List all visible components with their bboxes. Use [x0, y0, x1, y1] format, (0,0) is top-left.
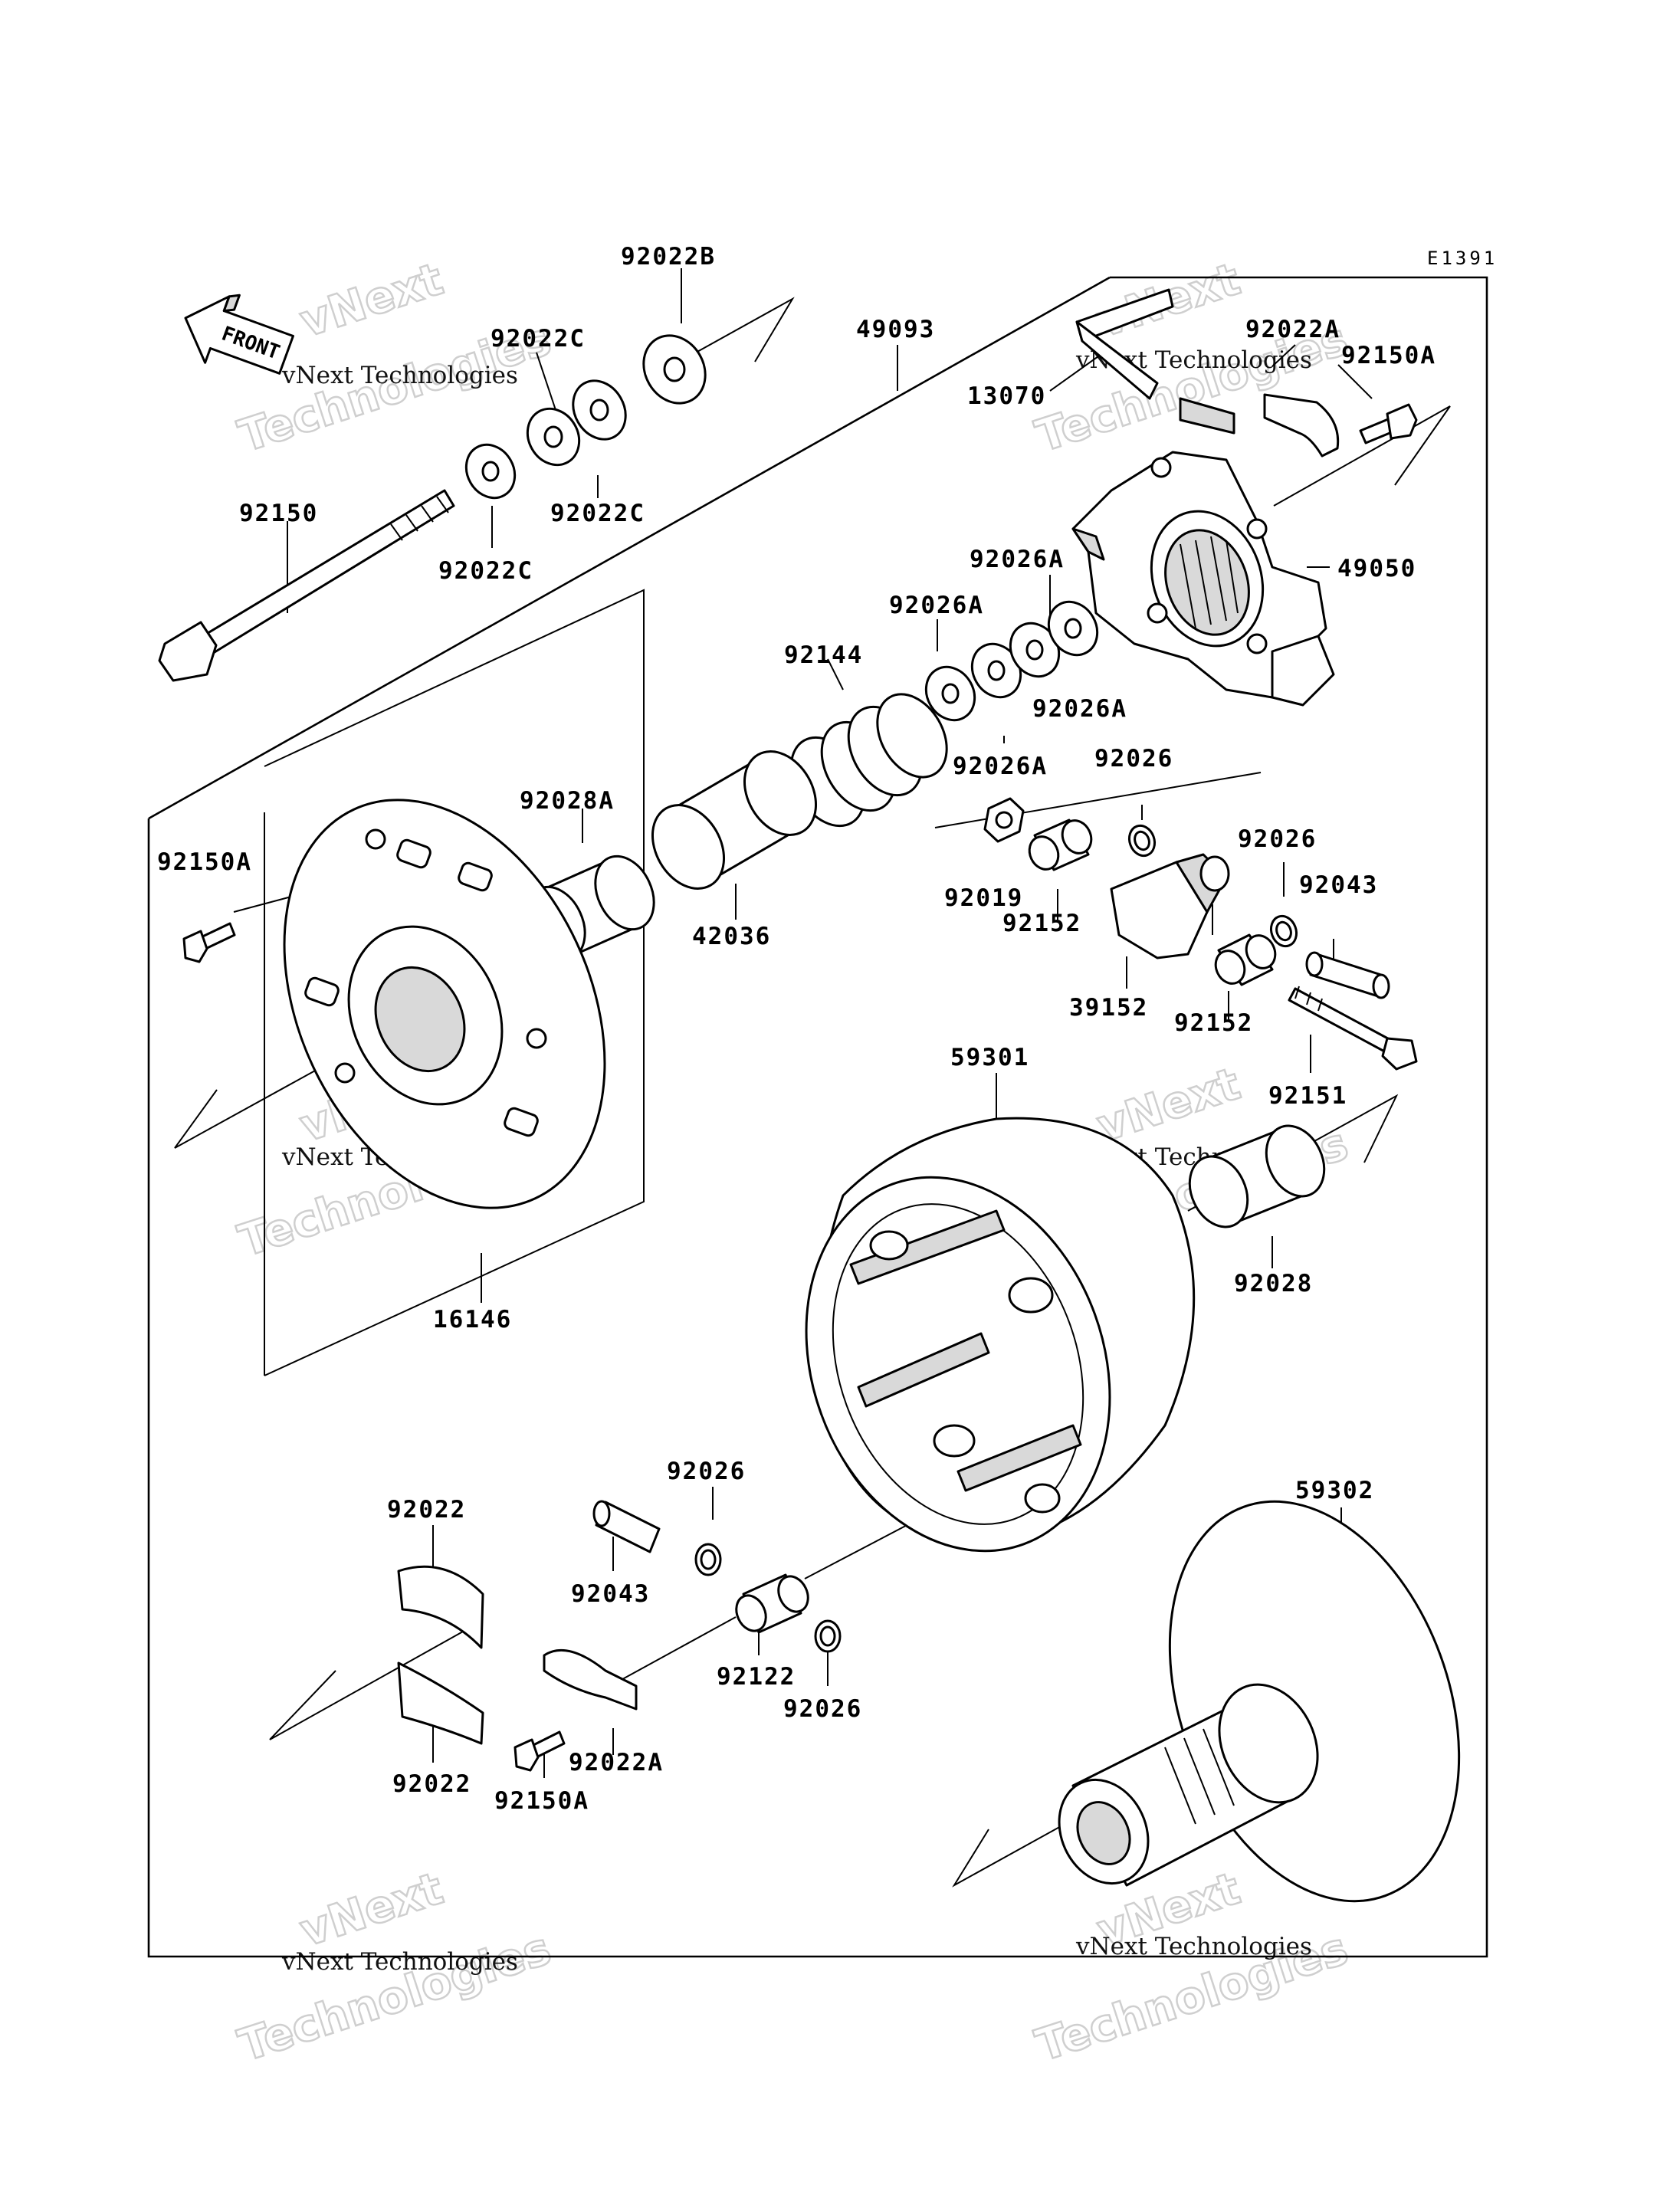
- label-92022C-b: 92022C: [550, 500, 645, 527]
- label-92019: 92019: [944, 884, 1023, 912]
- svg-text:Technologies: Technologies: [232, 1922, 556, 2071]
- svg-text:vNext: vNext: [1091, 1058, 1246, 1153]
- label-92026A-d: 92026A: [953, 753, 1048, 780]
- label-92028: 92028: [1234, 1270, 1313, 1297]
- label-92152-b: 92152: [1174, 1009, 1253, 1037]
- label-92022-b: 92022: [392, 1770, 471, 1798]
- label-49050: 49050: [1337, 555, 1416, 582]
- label-92043-l: 92043: [571, 1580, 650, 1608]
- label-92022C-a: 92022C: [491, 325, 586, 353]
- front-arrow-icon: FRONT: [184, 294, 294, 375]
- label-59302: 59302: [1295, 1477, 1374, 1504]
- svg-text:vNext Technologies: vNext Technologies: [281, 1948, 518, 1976]
- bolt-92150A-mid: [182, 922, 236, 963]
- watermark-bottom-right: vNext Technologies vNext Technologies: [1029, 1861, 1355, 2072]
- cover-16146: [283, 799, 606, 1209]
- label-92026A-a: 92026A: [970, 546, 1065, 573]
- label-92150: 92150: [239, 500, 318, 527]
- label-92026-b: 92026: [1238, 825, 1317, 853]
- bolt-92150: [158, 489, 455, 682]
- label-92152-a: 92152: [1002, 910, 1081, 937]
- drawing-code: E1391: [1427, 248, 1498, 269]
- label-92150A-mid: 92150A: [157, 848, 252, 876]
- label-92026-c: 92026: [667, 1458, 746, 1485]
- spider-49050: [1071, 451, 1335, 707]
- washers-92026A: [924, 600, 1099, 722]
- label-92026-d: 92026: [783, 1695, 862, 1723]
- bolt-92150A-top: [1359, 403, 1418, 444]
- label-39152: 39152: [1069, 994, 1148, 1022]
- label-92028A: 92028A: [520, 787, 615, 815]
- drum-59301: [805, 1117, 1196, 1553]
- frame-outline: [147, 276, 1488, 1958]
- label-92026A-c: 92026A: [1032, 695, 1127, 723]
- label-92022C-c: 92022C: [438, 557, 533, 585]
- label-92022A-bot: 92022A: [569, 1749, 664, 1776]
- label-92122: 92122: [717, 1663, 796, 1691]
- label-92043-r: 92043: [1299, 871, 1378, 899]
- label-92022A-top: 92022A: [1245, 316, 1340, 343]
- svg-text:vNext Technologies: vNext Technologies: [281, 362, 518, 389]
- svg-text:vNext: vNext: [294, 253, 449, 348]
- collar-42036: [651, 750, 818, 890]
- label-92144: 92144: [784, 641, 863, 669]
- bracket-13070: [1075, 288, 1235, 435]
- label-92150A-bot: 92150A: [494, 1787, 589, 1815]
- label-13070: 13070: [967, 382, 1046, 410]
- weight-parts: [983, 797, 1418, 1071]
- label-42036: 42036: [692, 923, 771, 950]
- bushing-92028: [1188, 1124, 1326, 1228]
- label-92026-a: 92026: [1094, 745, 1173, 772]
- part-labels: 92022B 49093 92022A 92150A 13070 92022C …: [157, 243, 1436, 1815]
- label-92026A-b: 92026A: [889, 592, 984, 619]
- label-92022B: 92022B: [621, 243, 716, 271]
- frame-diagonal: [148, 276, 1111, 820]
- bottom-left-parts: [397, 1500, 842, 1772]
- label-16146: 16146: [433, 1306, 512, 1333]
- clip-92022A-top: [1263, 393, 1340, 458]
- washers-top: [464, 334, 707, 500]
- label-92151: 92151: [1268, 1082, 1347, 1110]
- watermark-bottom-left: vNext Technologies vNext Technologies: [231, 1861, 558, 2072]
- label-92022-a: 92022: [387, 1496, 466, 1524]
- label-92150A-top: 92150A: [1341, 342, 1436, 369]
- label-59301: 59301: [950, 1044, 1029, 1071]
- sheave-59302: [1058, 1500, 1461, 1903]
- svg-text:vNext: vNext: [294, 1862, 449, 1957]
- label-49093: 49093: [856, 316, 935, 343]
